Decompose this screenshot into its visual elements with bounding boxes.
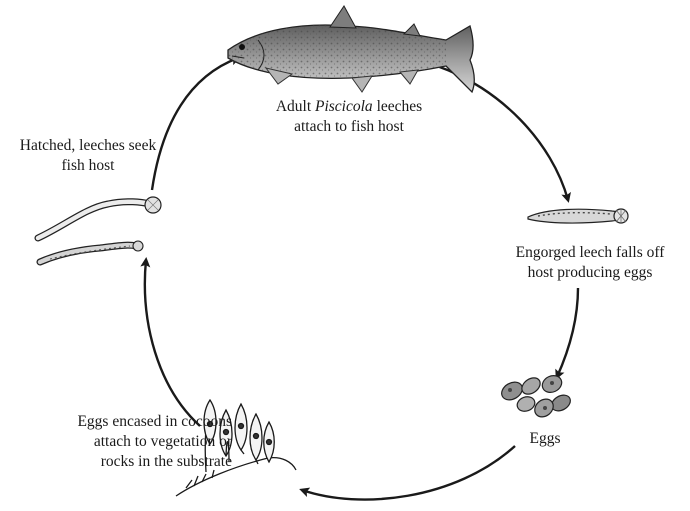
label-hatched-leeches: Hatched, leeches seek fish host [2,136,174,176]
arrow-engorged-to-eggs [557,288,578,377]
fish-host-illustration [228,6,474,92]
arrow-fish-to-engorged [437,66,568,200]
arrow-eggs-to-cocoons [302,446,515,500]
arrow-cocoons-to-hatched [145,260,200,426]
eggs-illustration [498,373,573,421]
label-cocoons: Eggs encased in cocoons attach to vegeta… [10,412,232,472]
label-adult-leeches: Adult Piscicola leeches attach to fish h… [256,97,442,137]
hatched-leeches-illustration [38,197,161,262]
label-engorged-leech: Engorged leech falls off host producing … [498,243,682,283]
engorged-leech-illustration [528,209,628,223]
label-eggs: Eggs [521,429,569,449]
